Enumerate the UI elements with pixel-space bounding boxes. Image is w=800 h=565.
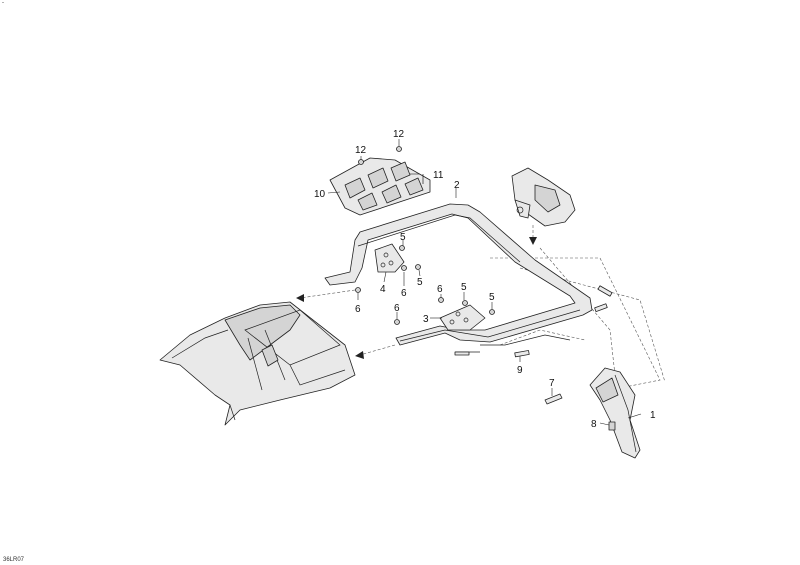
callout-6-b: 6 [401,288,407,299]
callout-1: 1 [650,410,656,421]
callout-12-b: 12 [393,129,405,140]
callout-12-a: 12 [355,145,367,156]
callout-10: 10 [314,189,326,200]
callout-labels: 1 2 3 4 5 5 5 5 6 6 6 6 7 8 9 10 11 12 1… [314,129,656,430]
callout-3: 3 [423,314,429,325]
callout-11: 11 [433,170,444,181]
support-leg [589,367,641,459]
callout-6-c: 6 [437,284,443,295]
rear-body-panel [159,301,356,426]
drawing-code: 36LR07 [3,557,25,563]
top-mark: - [2,0,4,6]
callout-8: 8 [591,419,597,430]
top-rack-plate [329,157,431,216]
callout-2: 2 [454,180,460,191]
leader-lines [327,139,642,426]
fasteners [355,146,616,431]
mounting-plate-left [374,243,405,273]
rack-frame [324,203,593,346]
upper-bracket [511,167,576,227]
callout-6-a: 6 [355,304,361,315]
mounting-plate-right [439,304,486,331]
callout-4: 4 [380,284,386,295]
callout-9: 9 [517,365,523,376]
side-rails [454,285,613,358]
callout-7: 7 [549,378,555,389]
callout-6-d: 6 [394,303,400,314]
callout-5-b: 5 [417,277,423,288]
callout-5-a: 5 [400,232,406,243]
callout-5-c: 5 [461,282,467,293]
callout-5-d: 5 [489,292,495,303]
direction-arrows [296,225,537,359]
